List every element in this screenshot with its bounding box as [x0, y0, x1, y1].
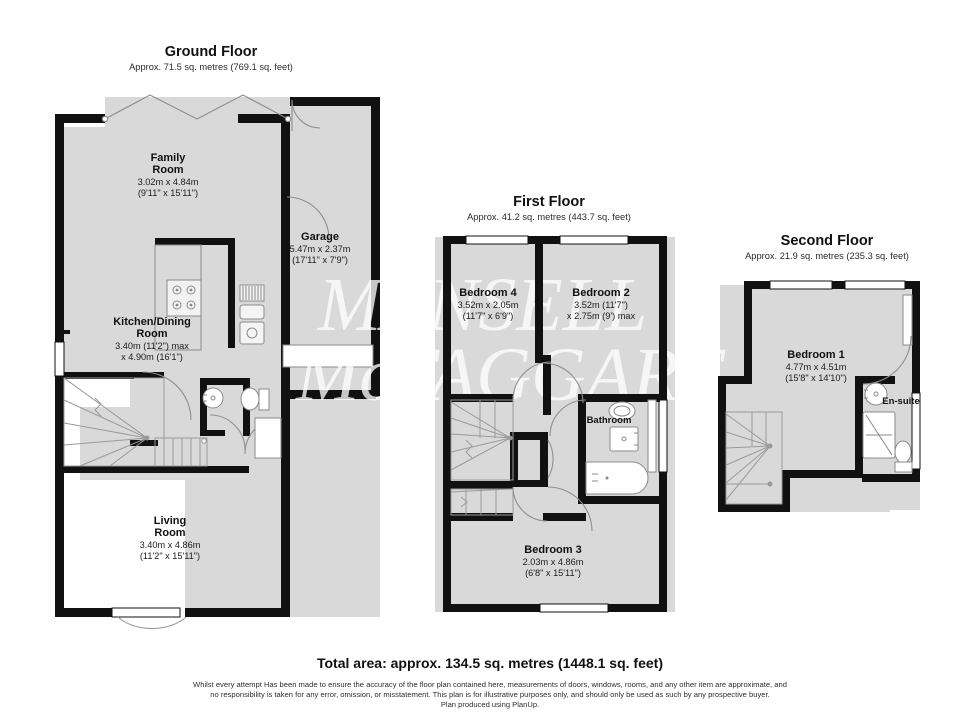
dim-living-room-imperial: (11'2" x 15'11") [140, 551, 200, 561]
bathroom-basin-icon [609, 426, 639, 452]
dim-kitchen-dining-imperial: x 4.90m (16'1") [121, 352, 183, 362]
shower-tray-icon [862, 411, 896, 459]
dim-bedroom-4-imperial: (11'7" x 6'9") [463, 311, 514, 321]
second-floor-windows [769, 280, 921, 470]
first-floor-area: Approx. 41.2 sq. metres (443.7 sq. feet) [467, 212, 631, 222]
dim-garage-imperial: (17'11" x 7'9") [292, 255, 348, 265]
ensuite-basin-icon [864, 382, 888, 406]
wc-basin-icon [202, 387, 224, 409]
first-floor-internal-walls [451, 244, 660, 521]
landing-cupboard-door-icon [547, 439, 554, 479]
label-en-suite: En-suite [882, 396, 919, 407]
kitchen-worktop-icon [154, 244, 202, 351]
dim-bedroom-4-metric: 3.52m x 2.05m [458, 300, 519, 310]
dim-family-room-metric: 3.02m x 4.84m [138, 177, 199, 187]
slab-cutouts [55, 97, 930, 622]
label-kitchen-dining-line2: Room [136, 328, 167, 340]
bathroom-door-swing-icon [549, 399, 587, 437]
landing-door-icon [512, 486, 548, 522]
ground-floor-plan: Ground Floor Approx. 71.5 sq. metres (76… [54, 44, 380, 630]
ground-floor-staircase [63, 371, 208, 467]
second-floor-title: Second Floor [781, 233, 874, 249]
total-area-text: Total area: approx. 134.5 sq. metres (14… [317, 655, 663, 671]
label-family-room-line2: Room [152, 164, 183, 176]
dim-bedroom-2-metric: 3.52m (11'7") [574, 300, 628, 310]
footer: Total area: approx. 134.5 sq. metres (14… [193, 655, 787, 709]
first-floor-windows [465, 235, 668, 613]
wc-fixtures [202, 387, 282, 459]
first-floor-title: First Floor [513, 194, 585, 210]
ground-floor-area: Approx. 71.5 sq. metres (769.1 sq. feet) [129, 62, 293, 72]
family-room-door-swing-icon [286, 196, 330, 240]
label-bedroom-4: Bedroom 4 [459, 287, 517, 299]
wc-door-swing-icon [209, 414, 246, 451]
appliance-stack-icon [239, 284, 265, 345]
disclaimer-line-3: Plan produced using PlanUp. [441, 700, 539, 709]
ensuite-fixtures [862, 382, 913, 473]
bedroom3-door-swing-icon [547, 486, 593, 532]
label-bathroom: Bathroom [587, 415, 632, 426]
bathroom-fixtures [585, 399, 657, 495]
ground-floor-title: Ground Floor [165, 44, 258, 60]
first-floor-plan: First Floor Approx. 41.2 sq. metres (443… [443, 194, 668, 613]
bedroom2-door-swing-icon [542, 362, 584, 404]
first-floor-labels: Bedroom 4 3.52m x 2.05m (11'7" x 6'9") B… [458, 287, 636, 578]
second-floor-staircase [725, 411, 783, 505]
dim-bedroom-3-imperial: (6'8" x 15'11") [525, 568, 581, 578]
label-bedroom-2: Bedroom 2 [572, 287, 629, 299]
second-floor-plan: Second Floor Approx. 21.9 sq. metres (23… [718, 233, 921, 512]
dim-living-room-metric: 3.40m x 4.86m [140, 540, 201, 550]
living-room-bay-arc [117, 616, 187, 630]
dim-bedroom-3-metric: 2.03m x 4.86m [523, 557, 584, 567]
label-garage: Garage [301, 231, 339, 243]
garage-shelf-icon [282, 344, 374, 368]
ensuite-toilet-icon [894, 440, 913, 473]
bathroom-toilet-icon [608, 401, 636, 421]
dim-family-room-imperial: (9'11" x 15'11") [138, 188, 198, 198]
dim-bedroom-1-metric: 4.77m x 4.51m [786, 362, 847, 372]
dim-kitchen-dining-metric: 3.40m (11'2") max [115, 341, 189, 351]
label-kitchen-dining-line1: Kitchen/Dining [113, 316, 191, 328]
dim-bedroom-2-imperial: x 2.75m (9') max [567, 311, 636, 321]
watermark-line1: MANSELL [317, 263, 647, 347]
dim-bedroom-1-imperial: (15'8" x 14'10") [785, 373, 847, 383]
bathtub-icon [585, 461, 649, 495]
label-living-room-line1: Living [154, 515, 186, 527]
ground-floor-walls [55, 97, 380, 617]
bathroom-window-reveal [647, 399, 657, 473]
wc-toilet-icon [240, 387, 270, 411]
hall-cupboard-icon [254, 417, 282, 459]
bifold-doors-icon [101, 94, 292, 123]
label-family-room-line1: Family [151, 152, 187, 164]
label-living-room-line2: Room [154, 527, 185, 539]
label-bedroom-1: Bedroom 1 [787, 349, 844, 361]
hob-icon [166, 279, 202, 317]
disclaimer-line-2: no responsibility is taken for any error… [210, 690, 769, 699]
label-bedroom-3: Bedroom 3 [524, 544, 581, 556]
ground-floor-windows [54, 341, 181, 618]
disclaimer-line-1: Whilst every attempt Has been made to en… [193, 680, 787, 689]
dim-garage-metric: 5.47m x 2.37m [290, 244, 351, 254]
first-floor-door-swings [512, 361, 593, 532]
ensuite-door-swing-icon [862, 335, 912, 385]
second-floor-area: Approx. 21.9 sq. metres (235.3 sq. feet) [745, 251, 909, 261]
second-floor-labels: Bedroom 1 4.77m x 4.51m (15'8" x 14'10")… [785, 349, 920, 407]
ground-floor-labels: Family Room 3.02m x 4.84m (9'11" x 15'11… [113, 152, 351, 561]
first-floor-staircase [450, 399, 514, 516]
